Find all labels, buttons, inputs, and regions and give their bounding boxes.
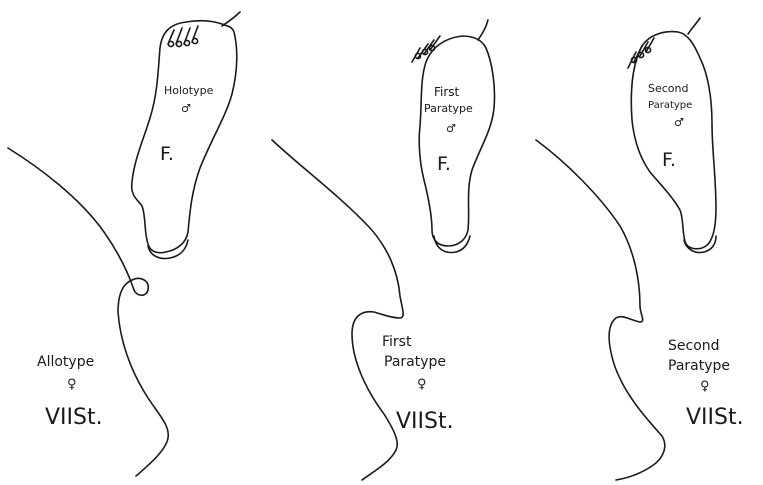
female-label-allotype: Allotype [37,354,94,370]
female-symbol-second-paratype: ♀ [700,379,710,394]
male-symbol-first-paratype: ♂ [446,122,456,135]
male-structure-holotype: F. [160,143,174,165]
comb-setae-holotype [168,26,198,47]
female-label-2-second-paratype: Paratype [668,358,730,374]
female-label-1-first-paratype: First [382,334,412,350]
male-symbol-second-paratype: ♂ [674,116,684,129]
female-structure-allotype: VIISt. [45,405,103,430]
female-symbol-first-paratype: ♀ [417,377,427,392]
panel-holotype: Holotype ♂ F. Allotype ♀ VIISt. [8,12,240,476]
male-forceps-outline-first-paratype [419,36,494,246]
male-label-1-second-paratype: Second [648,82,688,95]
panel-first-paratype: First Paratype ♂ F. First Paratype ♀ VII… [272,20,495,480]
male-structure-first-paratype: F. [437,153,451,175]
female-structure-second-paratype: VIISt. [686,405,744,430]
female-symbol-allotype: ♀ [67,377,77,392]
male-label-2-first-paratype: Paratype [424,102,473,115]
female-label-2-first-paratype: Paratype [384,354,446,370]
female-label-1-second-paratype: Second [668,338,720,354]
male-forceps-outline-holotype [132,21,237,253]
male-forceps-outline-second-paratype [631,32,716,249]
female-structure-first-paratype: VIISt. [396,409,454,434]
comb-setae-first-paratype [412,36,440,62]
male-symbol-holotype: ♂ [181,102,191,115]
male-structure-second-paratype: F. [662,149,676,171]
panel-second-paratype: Second Paratype ♂ F. Second Paratype ♀ V… [536,18,744,480]
male-label-holotype: Holotype [164,84,214,97]
male-label-2-second-paratype: Paratype [648,100,692,111]
female-sternite-outline-second-paratype [536,140,665,480]
female-sternite-outline-first-paratype [272,140,403,480]
comb-setae-second-paratype [628,38,654,68]
male-label-1-first-paratype: First [434,85,460,99]
